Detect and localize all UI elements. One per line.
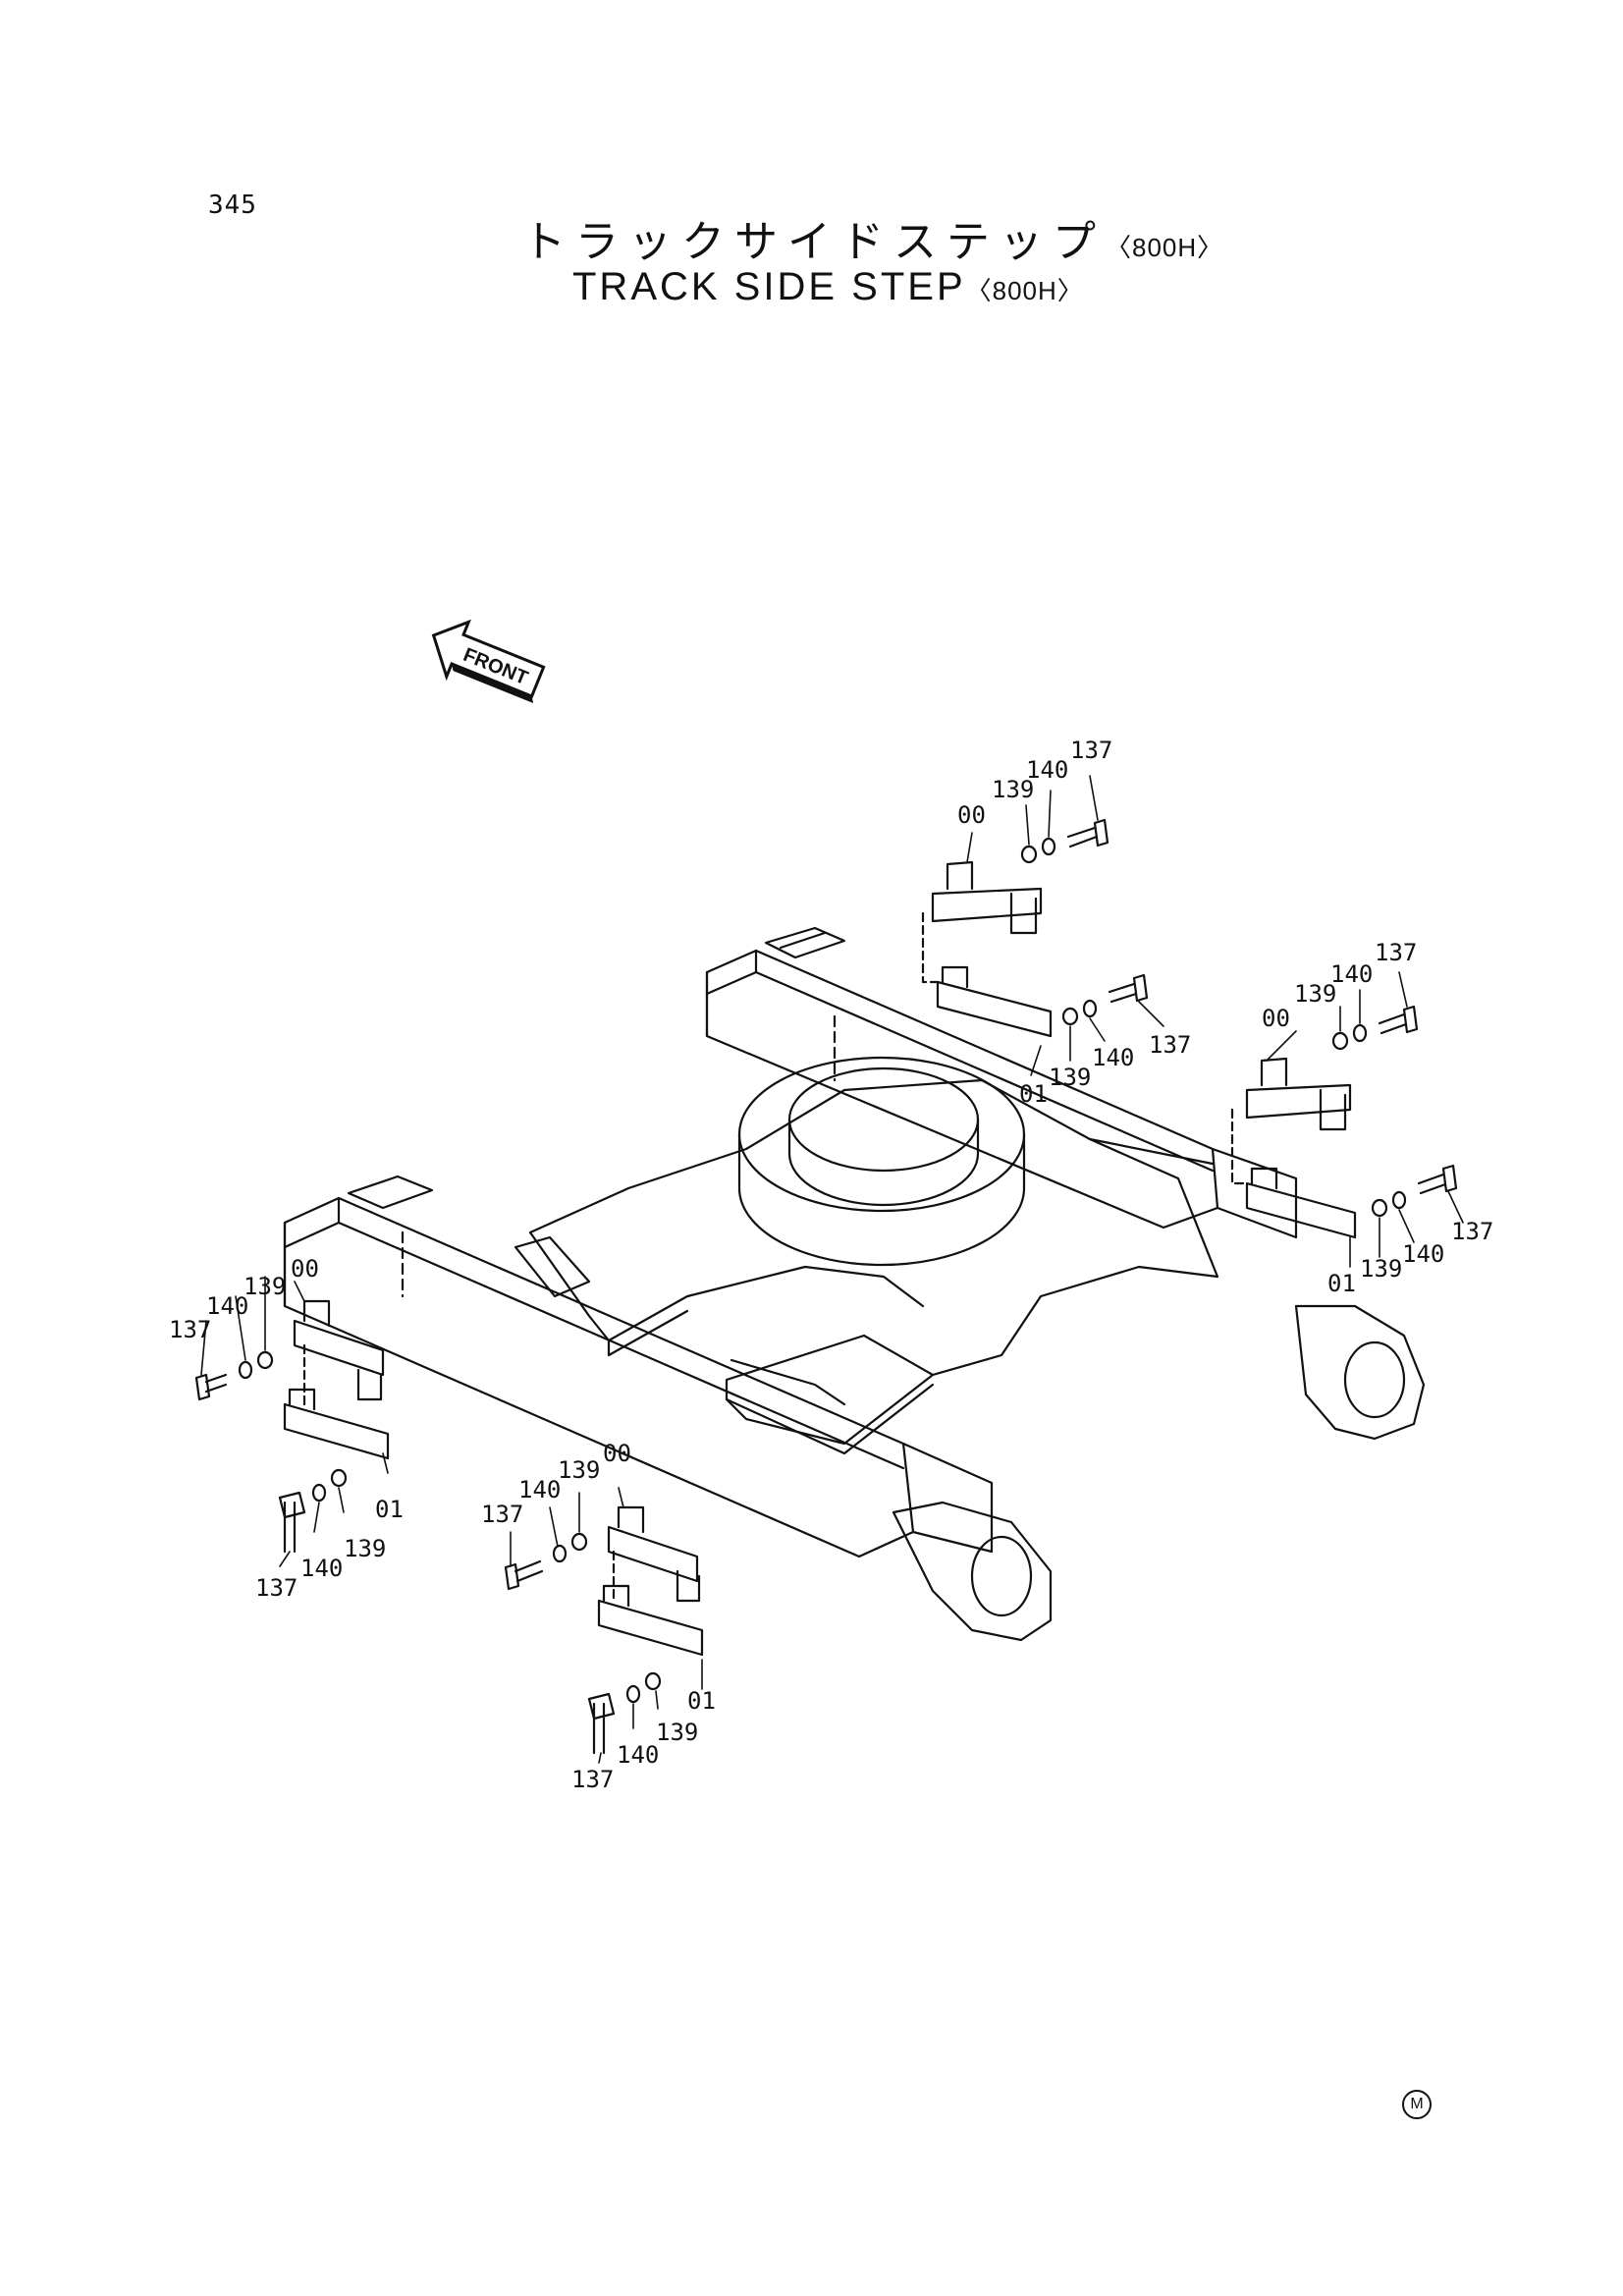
title-japanese: トラックサイドステップ〈800H〉 <box>522 206 1223 269</box>
title-english: TRACK SIDE STEP〈800H〉 <box>572 265 1084 309</box>
callout-01: 01 <box>687 1687 716 1715</box>
bolts-and-washers <box>194 818 1458 1755</box>
step-assembly-top-right <box>921 860 1053 1038</box>
idler-brackets <box>892 1304 1426 1642</box>
step-assembly-left <box>283 1299 390 1460</box>
callout-00: 00 <box>603 1440 631 1467</box>
callout-leaders <box>200 775 1464 1764</box>
callout-140: 140 <box>617 1741 659 1769</box>
callouts-mid-right: 137 140 139 00 137 140 139 01 <box>1262 939 1493 1297</box>
callout-137: 137 <box>1375 939 1417 966</box>
callout-137: 137 <box>255 1574 298 1602</box>
upper-track-frame <box>705 926 1298 1239</box>
callout-140: 140 <box>1330 960 1373 988</box>
callout-137: 137 <box>169 1316 211 1343</box>
swing-bearing-ring <box>737 1056 1026 1267</box>
callout-139: 139 <box>243 1273 286 1300</box>
variant-jp: 〈800H〉 <box>1106 233 1224 262</box>
callout-01: 01 <box>1019 1080 1048 1108</box>
callout-139: 139 <box>1049 1064 1091 1091</box>
lower-track-frame <box>283 1175 994 1558</box>
step-assembly-mid-right <box>1230 1057 1357 1239</box>
variant-en: 〈800H〉 <box>965 276 1084 305</box>
title-en-text: TRACK SIDE STEP <box>572 265 966 308</box>
callout-140: 140 <box>1092 1044 1134 1071</box>
callout-139: 139 <box>1360 1255 1402 1283</box>
callout-137: 137 <box>1149 1031 1191 1059</box>
callout-01: 01 <box>375 1496 404 1523</box>
m-mark: M <box>1402 2090 1432 2119</box>
callout-00: 00 <box>957 801 986 829</box>
callout-00: 00 <box>291 1255 319 1283</box>
center-x-frame <box>514 1078 1219 1455</box>
callout-139: 139 <box>992 776 1034 803</box>
callout-137: 137 <box>571 1766 614 1793</box>
callout-01: 01 <box>1327 1270 1356 1297</box>
callout-140: 140 <box>300 1555 343 1582</box>
front-arrow-icon: FRONT <box>431 619 546 704</box>
title-jp-text: トラックサイドステップ <box>522 217 1106 267</box>
callout-140: 140 <box>206 1292 248 1320</box>
callout-139: 139 <box>344 1535 386 1562</box>
callout-140: 140 <box>1026 756 1068 784</box>
page-number: 345 <box>208 191 257 220</box>
callout-137: 137 <box>1070 737 1112 764</box>
step-assembly-bottom <box>597 1505 704 1657</box>
callouts-left: 137 140 139 00 137 140 139 01 <box>169 1255 404 1602</box>
callout-139: 139 <box>656 1719 698 1746</box>
callout-140: 140 <box>518 1476 561 1503</box>
callout-00: 00 <box>1262 1005 1290 1032</box>
callout-139: 139 <box>558 1456 600 1484</box>
callout-140: 140 <box>1402 1240 1444 1268</box>
callout-137: 137 <box>1451 1218 1493 1245</box>
callout-139: 139 <box>1294 980 1336 1008</box>
callout-137: 137 <box>481 1501 523 1528</box>
callouts-bottom: 137 140 139 00 137 140 139 01 <box>481 1440 716 1793</box>
callouts-top-right: 137 140 139 00 137 140 139 01 <box>957 737 1191 1108</box>
